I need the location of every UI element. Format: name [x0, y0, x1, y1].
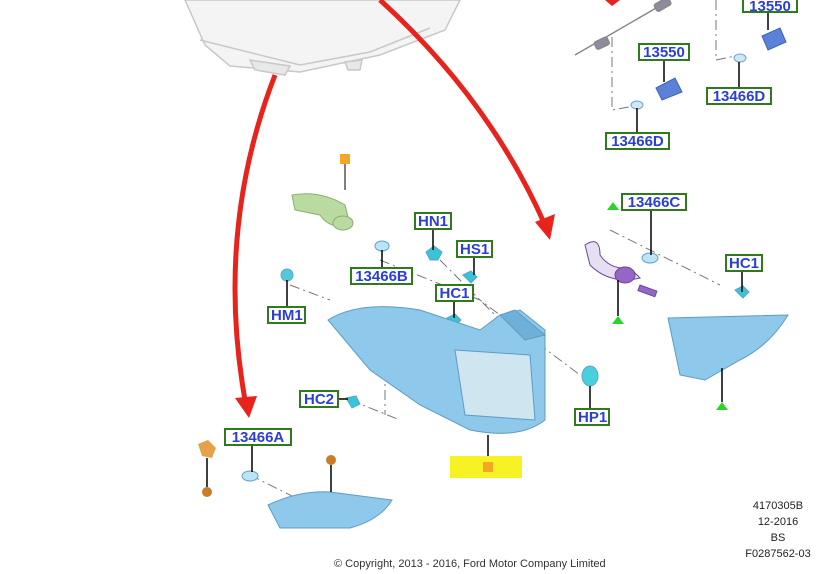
red-pointer-arrows [232, 0, 548, 401]
bulb [241, 240, 750, 482]
reflector-lamp [267, 491, 393, 529]
socket-harness-13466B [291, 193, 354, 231]
rear-bumper-illustration [184, 0, 461, 76]
dot-marker [326, 455, 336, 465]
triangle-marker [612, 316, 624, 324]
copyright-notice: © Copyright, 2013 - 2016, Ford Motor Com… [334, 558, 606, 570]
tail-lamp-main [327, 306, 547, 434]
callout-HC2[interactable]: HC2 [299, 390, 339, 408]
callout-13550[interactable]: 13550 [638, 43, 690, 61]
wiring-harness [574, 0, 672, 56]
dot-marker [202, 487, 212, 497]
callout-HN1[interactable]: HN1 [414, 212, 452, 230]
illustration-date: 12-2016 [757, 516, 799, 528]
socket-orange [198, 440, 216, 458]
callout-13550-top[interactable]: 13550 [742, 0, 798, 14]
illustration-meta: 4170305B 12-2016 BS F0287562-03 [728, 498, 828, 562]
square-marker [483, 462, 493, 472]
callout-13466C[interactable]: 13466C [621, 193, 687, 211]
callout-HC1-right[interactable]: HC1 [725, 254, 763, 272]
callout-13466D-left[interactable]: 13466D [605, 132, 670, 150]
tail-lamp-inner [667, 314, 789, 381]
callout-13466D-right[interactable]: 13466D [706, 87, 772, 105]
bulb-13466D [630, 53, 747, 110]
callout-HM1[interactable]: HM1 [267, 306, 306, 324]
triangle-marker [607, 202, 619, 210]
callout-leaders [206, 12, 769, 492]
callout-HS1[interactable]: HS1 [456, 240, 493, 258]
square-marker [340, 154, 350, 164]
callout-HP1[interactable]: HP1 [574, 408, 610, 426]
arrowheads [235, 0, 620, 418]
callout-13466B[interactable]: 13466B [350, 267, 413, 285]
callout-13466A[interactable]: 13466A [224, 428, 292, 446]
triangle-marker [716, 402, 728, 410]
illustration-ref: F0287562-03 [745, 548, 811, 560]
callout-HC1-mid[interactable]: HC1 [435, 284, 474, 302]
illustration-number: 4170305B [752, 500, 804, 512]
socket-harness-13466C [584, 241, 658, 298]
connector-13550 [655, 27, 787, 101]
illustration-code: BS [770, 532, 786, 544]
